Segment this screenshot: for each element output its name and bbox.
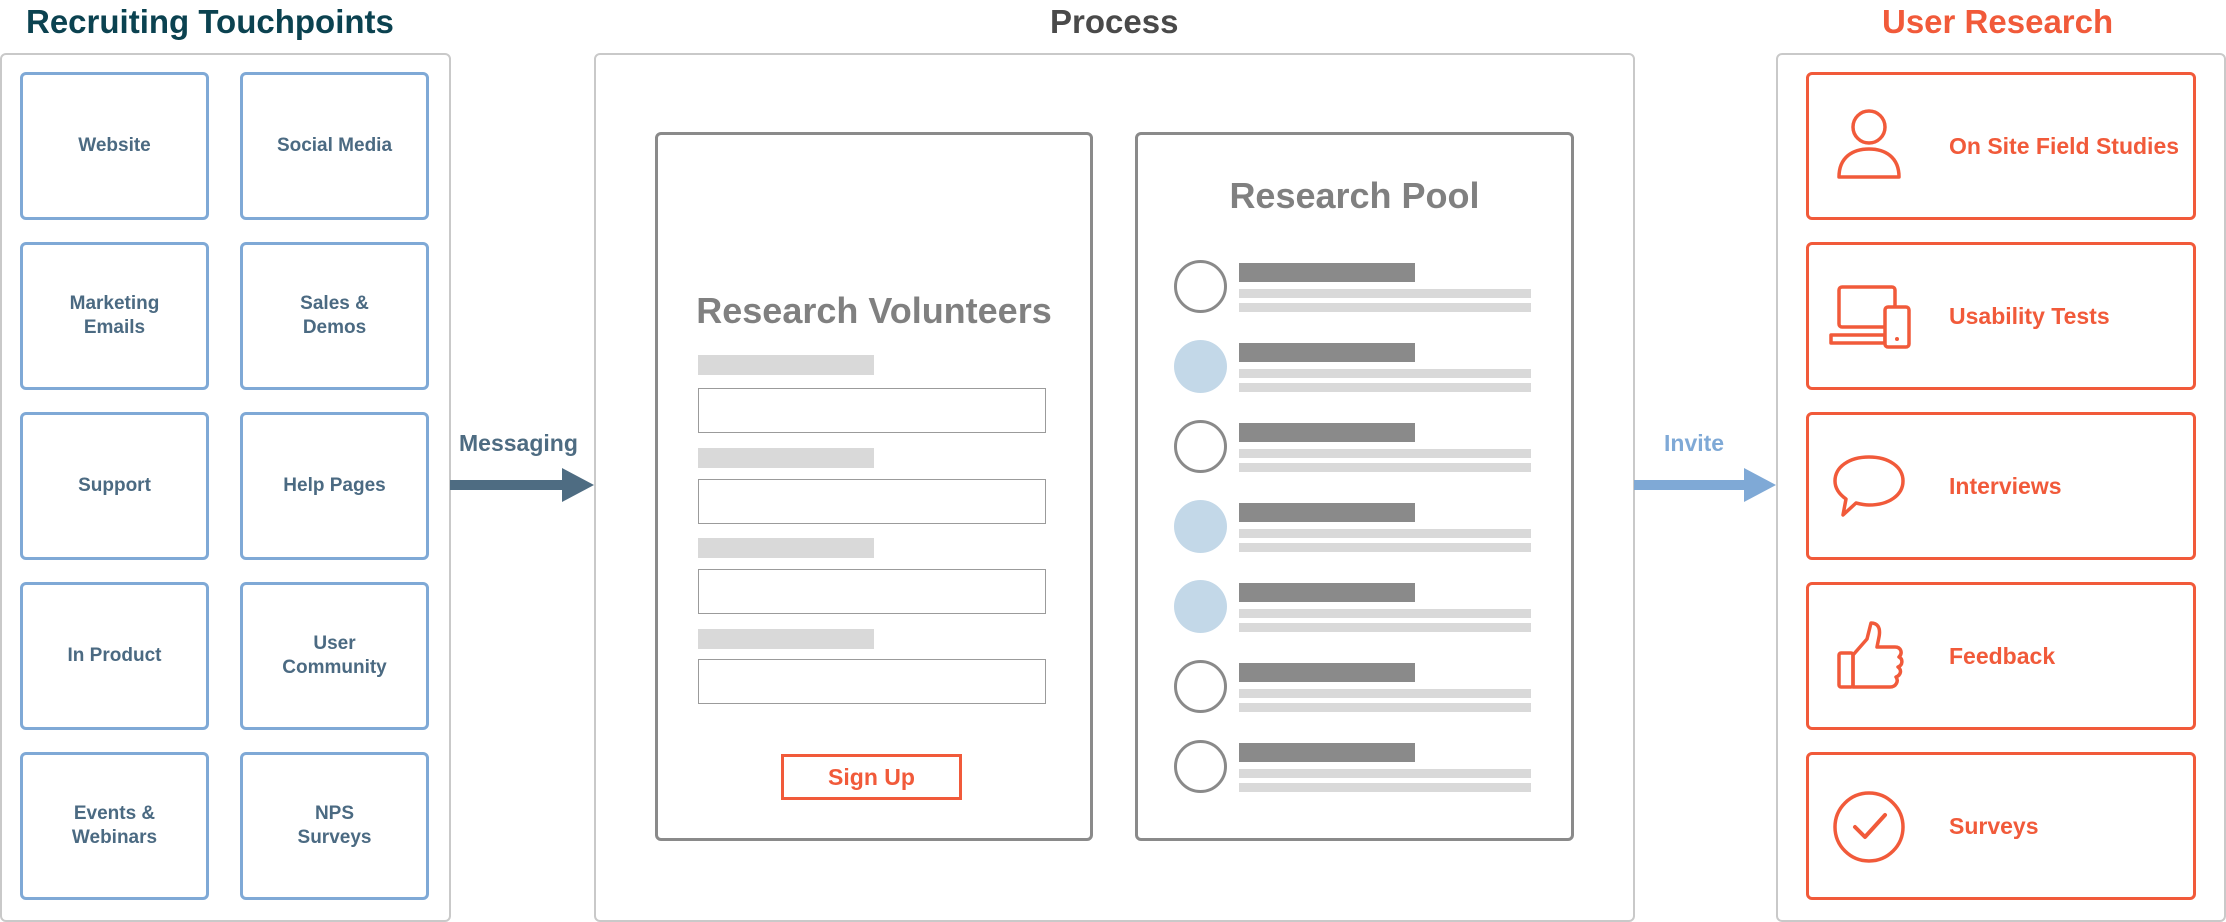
form-field-3[interactable] bbox=[698, 569, 1046, 614]
person-icon bbox=[1837, 109, 1901, 179]
research-label: Usability Tests bbox=[1949, 302, 2110, 329]
pool-row-avatar bbox=[1174, 340, 1227, 393]
invite-label: Invite bbox=[1664, 430, 1725, 456]
research-volunteers-title: Research Volunteers bbox=[696, 290, 1052, 331]
touchpoint-user-community[interactable]: User Community bbox=[240, 582, 429, 730]
research-interviews[interactable]: Interviews bbox=[1806, 412, 2196, 560]
messaging-label: Messaging bbox=[459, 430, 578, 456]
checkmark-circle-icon bbox=[1833, 791, 1905, 863]
research-pool-title: Research Pool bbox=[1229, 175, 1480, 216]
research-on-site-field-studies[interactable]: On Site Field Studies bbox=[1806, 72, 2196, 220]
research-volunteers-card: Research Volunteers Sign Up bbox=[655, 132, 1093, 841]
form-field-2[interactable] bbox=[698, 479, 1046, 524]
field-label-placeholder bbox=[698, 448, 874, 468]
research-feedback[interactable]: Feedback bbox=[1806, 582, 2196, 730]
touchpoint-nps-surveys[interactable]: NPS Surveys bbox=[240, 752, 429, 900]
pool-row-detail-bar bbox=[1239, 289, 1531, 298]
touchpoint-support[interactable]: Support bbox=[20, 412, 209, 560]
pool-row-detail-bar bbox=[1239, 463, 1531, 472]
recruiting-touchpoints-title: Recruiting Touchpoints bbox=[26, 3, 394, 40]
research-usability-tests[interactable]: Usability Tests bbox=[1806, 242, 2196, 390]
pool-row-detail-bar bbox=[1239, 689, 1531, 698]
field-label-placeholder bbox=[698, 355, 874, 375]
pool-row-avatar bbox=[1174, 740, 1227, 793]
pool-row-name-bar bbox=[1239, 743, 1415, 762]
pool-row-name-bar bbox=[1239, 423, 1415, 442]
research-label: Feedback bbox=[1949, 642, 2056, 669]
form-field-1[interactable] bbox=[698, 388, 1046, 433]
pool-row-detail-bar bbox=[1239, 449, 1531, 458]
pool-row-detail-bar bbox=[1239, 303, 1531, 312]
research-label: Surveys bbox=[1949, 812, 2039, 839]
user-research-title: User Research bbox=[1882, 3, 2114, 40]
pool-row-detail-bar bbox=[1239, 769, 1531, 778]
touchpoint-events-webinars[interactable]: Events & Webinars bbox=[20, 752, 209, 900]
touchpoint-website[interactable]: Website bbox=[20, 72, 209, 220]
pool-row-avatar bbox=[1174, 500, 1227, 553]
pool-row-avatar bbox=[1174, 660, 1227, 713]
touchpoint-social-media[interactable]: Social Media bbox=[240, 72, 429, 220]
process-title: Process bbox=[1050, 3, 1179, 40]
pool-row-avatar bbox=[1174, 580, 1227, 633]
touchpoint-in-product[interactable]: In Product bbox=[20, 582, 209, 730]
research-panel bbox=[1776, 53, 2226, 922]
pool-row-detail-bar bbox=[1239, 783, 1531, 792]
touchpoint-help-pages[interactable]: Help Pages bbox=[240, 412, 429, 560]
field-label-placeholder bbox=[698, 629, 874, 649]
pool-row-avatar bbox=[1174, 260, 1227, 313]
form-field-4[interactable] bbox=[698, 659, 1046, 704]
pool-row-detail-bar bbox=[1239, 383, 1531, 392]
messaging-arrow bbox=[450, 468, 594, 502]
pool-row-name-bar bbox=[1239, 263, 1415, 282]
pool-row-avatar bbox=[1174, 420, 1227, 473]
speech-bubble-icon bbox=[1833, 455, 1905, 517]
pool-row-name-bar bbox=[1239, 503, 1415, 522]
research-label: On Site Field Studies bbox=[1949, 132, 2180, 159]
devices-icon bbox=[1829, 285, 1911, 349]
field-label-placeholder bbox=[698, 538, 874, 558]
pool-row-detail-bar bbox=[1239, 703, 1531, 712]
pool-row-name-bar bbox=[1239, 343, 1415, 362]
pool-row-detail-bar bbox=[1239, 623, 1531, 632]
research-surveys[interactable]: Surveys bbox=[1806, 752, 2196, 900]
pool-row-detail-bar bbox=[1239, 529, 1531, 538]
pool-row-name-bar bbox=[1239, 663, 1415, 682]
research-pool-card: Research Pool bbox=[1135, 132, 1574, 841]
pool-row-detail-bar bbox=[1239, 369, 1531, 378]
pool-row-name-bar bbox=[1239, 583, 1415, 602]
touchpoint-sales-demos[interactable]: Sales & Demos bbox=[240, 242, 429, 390]
touchpoint-marketing-emails[interactable]: Marketing Emails bbox=[20, 242, 209, 390]
pool-row-detail-bar bbox=[1239, 609, 1531, 618]
sign-up-button[interactable]: Sign Up bbox=[781, 754, 962, 800]
thumbs-up-icon bbox=[1837, 621, 1904, 689]
invite-arrow bbox=[1634, 468, 1776, 502]
research-label: Interviews bbox=[1949, 472, 2062, 499]
pool-row-detail-bar bbox=[1239, 543, 1531, 552]
